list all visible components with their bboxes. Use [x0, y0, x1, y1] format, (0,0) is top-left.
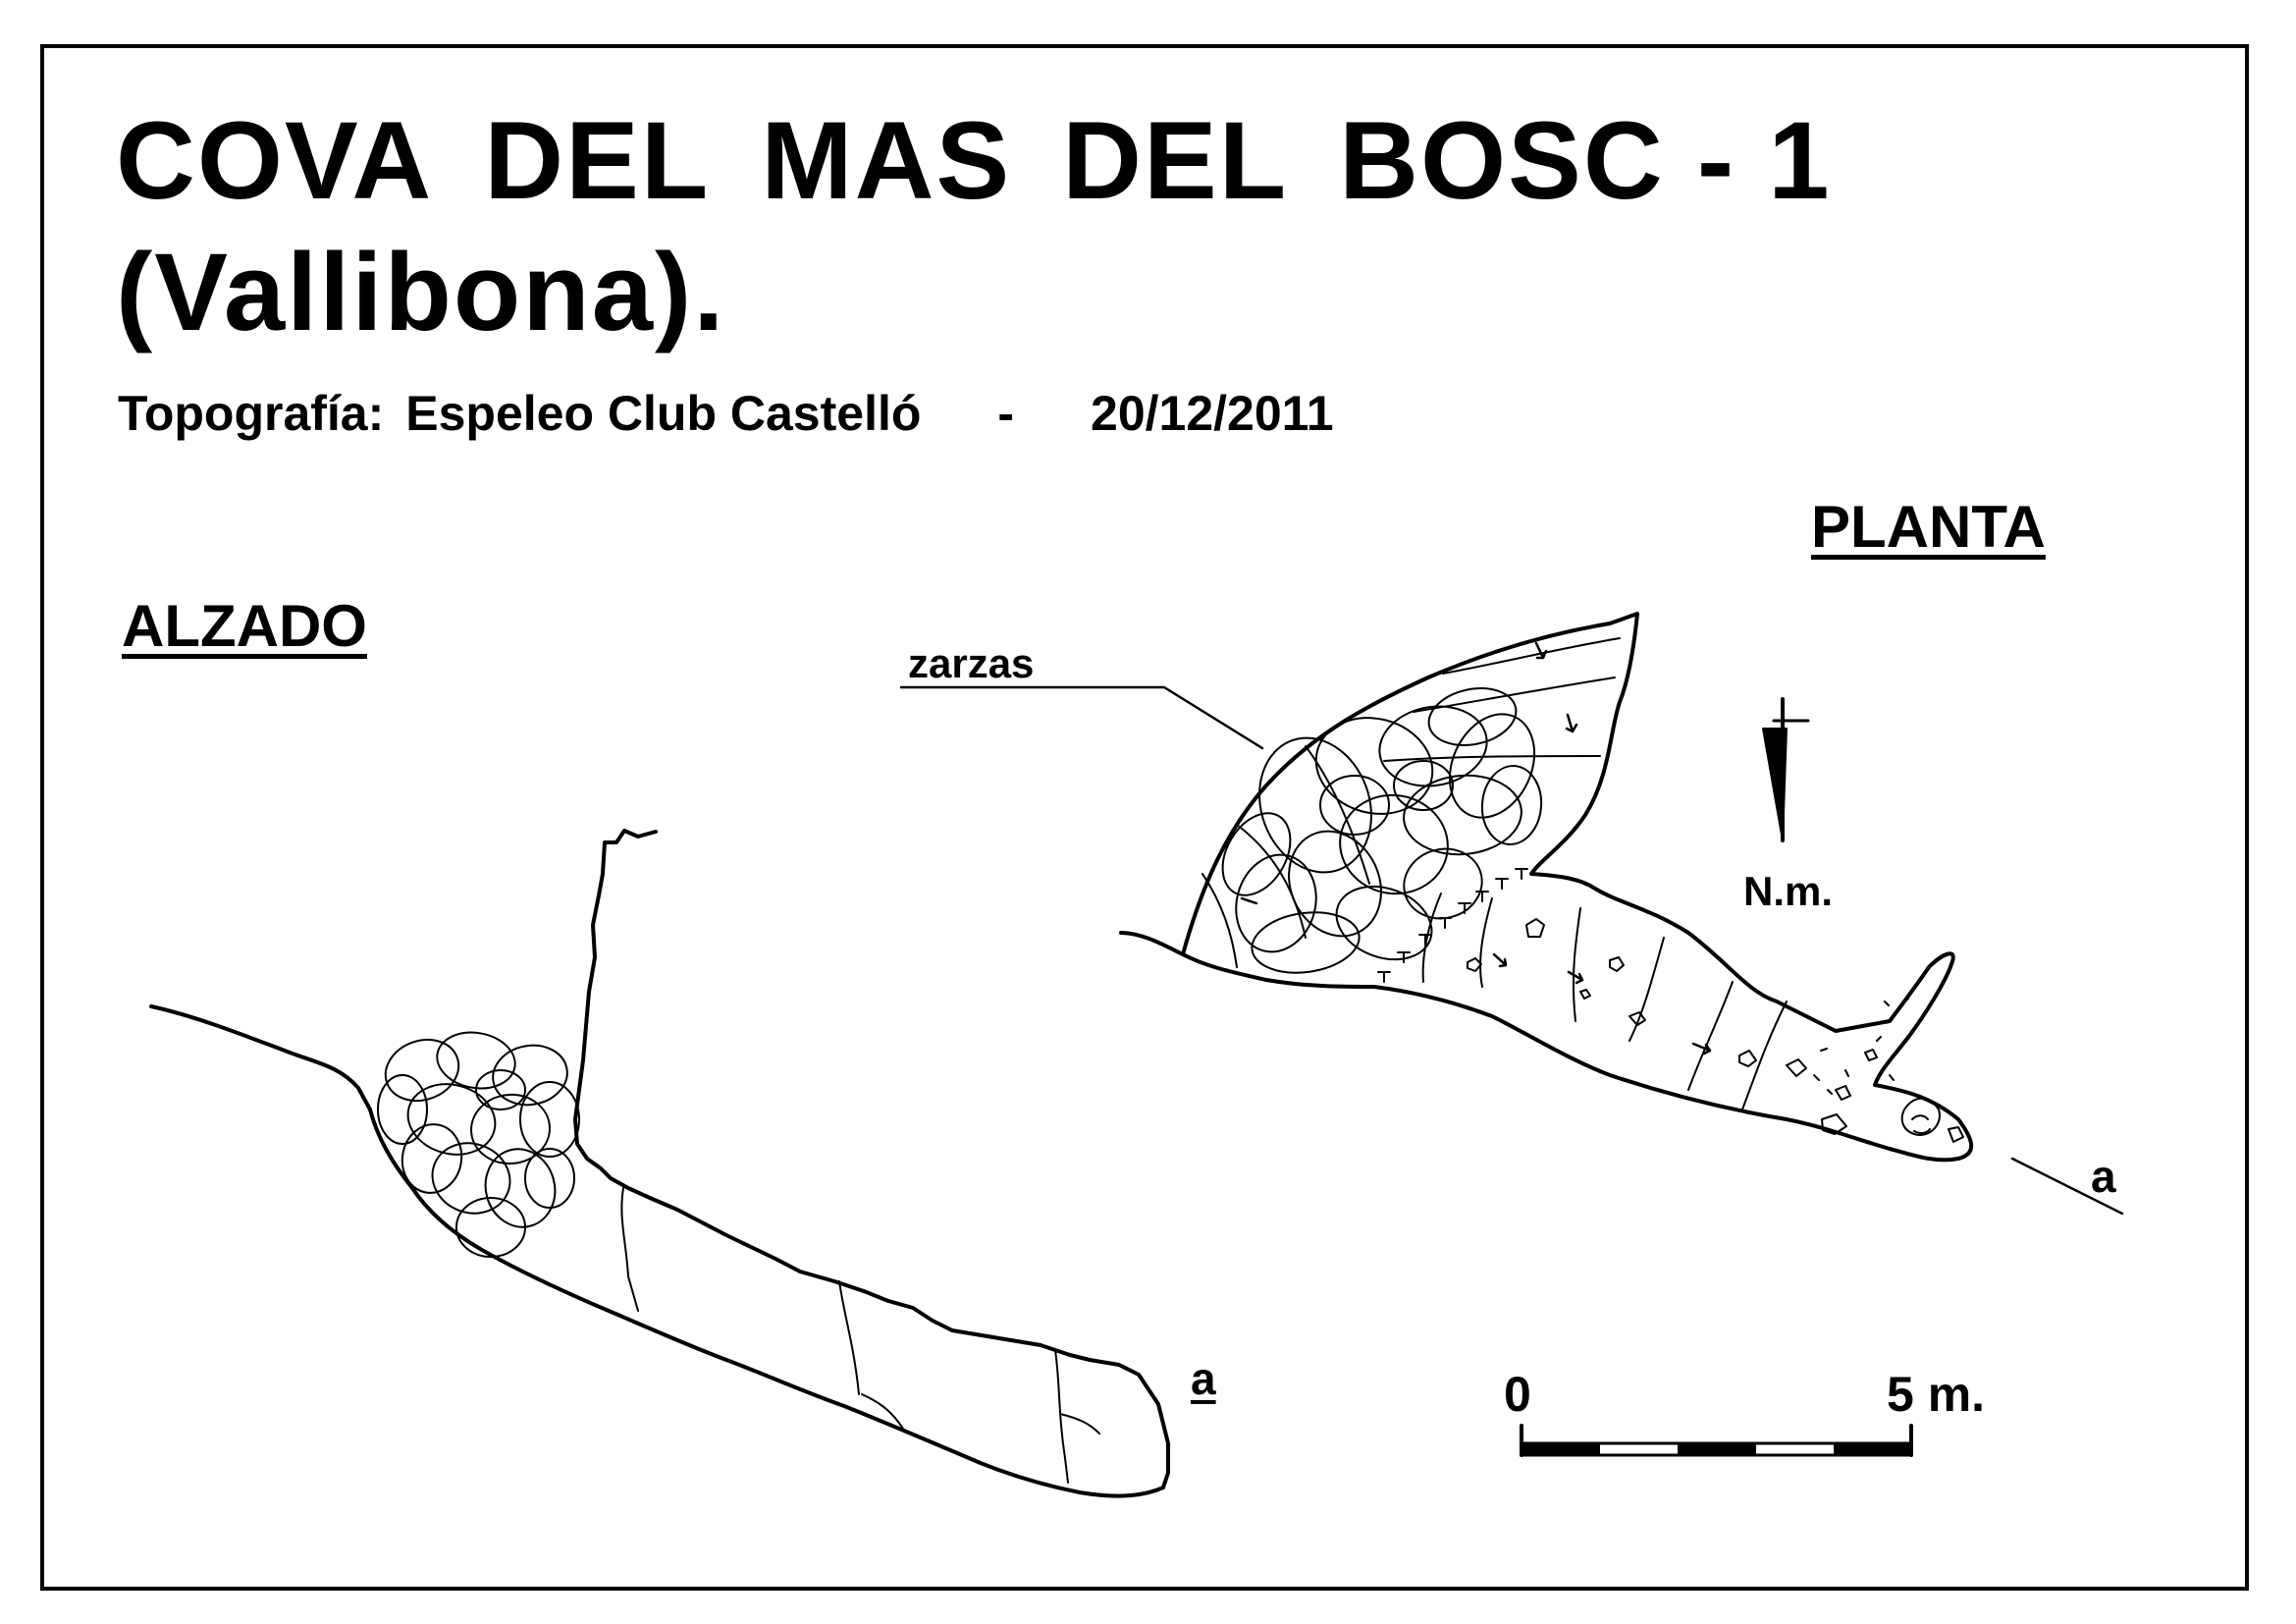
credit-label: Topografía: [118, 386, 385, 441]
plan-upper-wall [1119, 612, 1974, 1163]
elevation-sections [620, 1187, 1100, 1484]
elevation-entrance-wall [573, 829, 1170, 1489]
elevation-view [149, 829, 1170, 1498]
title-word-2: DEL [484, 99, 711, 222]
map-frame [40, 44, 2249, 1591]
credit-date: 20/12/2011 [1091, 386, 1334, 441]
elevation-surface-line [149, 1004, 372, 1111]
plan-profile-line [2010, 1157, 2124, 1216]
cave-location: (Vallibona). [116, 231, 726, 353]
credit-separator: - [997, 386, 1015, 441]
profile-marker-elevation: a [1191, 1353, 1216, 1404]
elevation-floor-line [368, 1108, 1165, 1498]
elevation-view-label: ALZADO [122, 593, 367, 659]
title-word-3: MAS [761, 99, 1012, 222]
title-word-5: BOSC - 1 [1339, 99, 1832, 222]
profile-marker-plan: a [2091, 1151, 2116, 1202]
survey-credit: Topografía: Espeleo Club Castelló - 20/12/2… [118, 385, 1334, 442]
plan-edge-ticks [1377, 868, 1909, 1095]
zarzas-leader-line [899, 685, 1264, 750]
credit-organization: Espeleo Club Castelló [405, 386, 922, 441]
scale-bar [1520, 1424, 1913, 1457]
north-arrow-icon [1762, 697, 1810, 842]
vegetation-label: zarzas [908, 640, 1035, 686]
plan-slope-arrows [1240, 641, 1712, 1056]
plan-rock-blocks [1467, 918, 1964, 1143]
plan-passage-sections [1421, 893, 1788, 1110]
cave-title: COVA DEL MAS DEL BOSC - 1 [116, 100, 1832, 222]
plan-view [899, 612, 2124, 1216]
scale-start-label: 0 [1504, 1367, 1531, 1422]
plan-bramble-tangle [1221, 687, 1543, 974]
north-label: N.m. [1743, 868, 1834, 914]
scale-end-label: 5 m. [1887, 1367, 1986, 1422]
title-word-4: DEL [1062, 99, 1289, 222]
elevation-bramble-tangle [377, 1031, 580, 1258]
title-word-1: COVA [116, 99, 434, 222]
plan-view-label: PLANTA [1811, 494, 2046, 560]
plan-lower-wall [1181, 952, 1892, 1151]
